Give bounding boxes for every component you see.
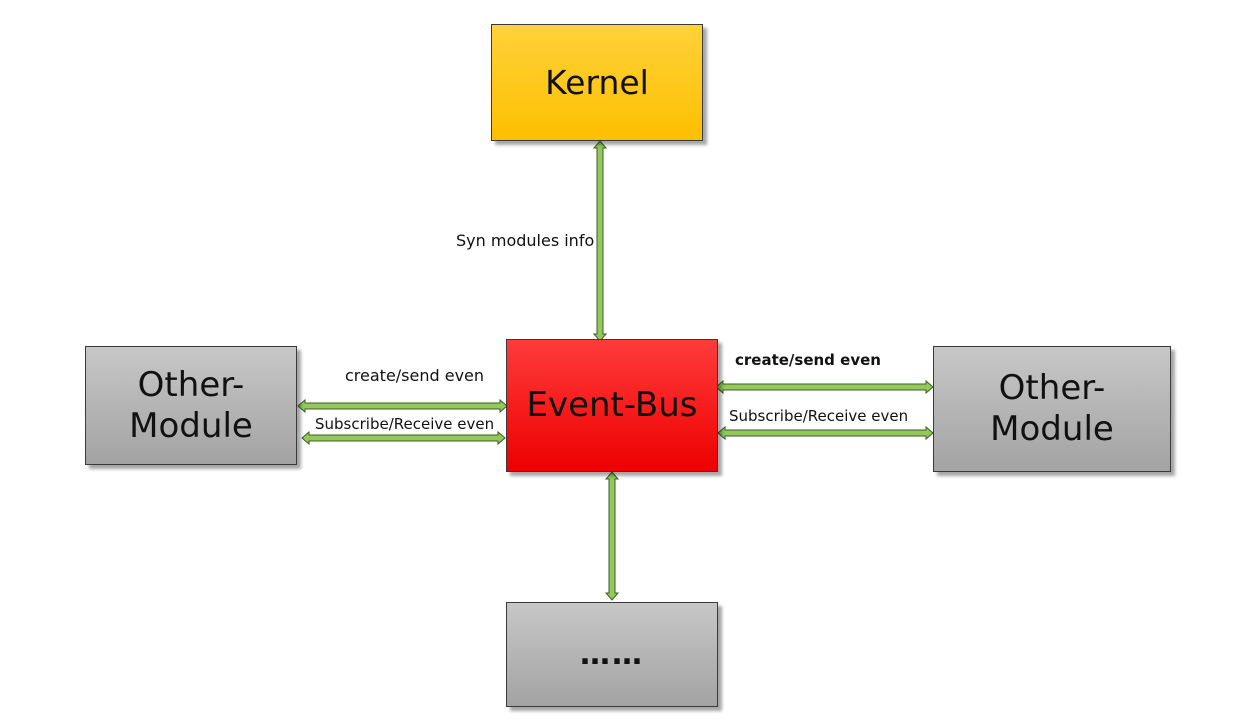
kernel-node: Kernel	[491, 24, 703, 141]
other-module-left-label: Other- Module	[129, 364, 253, 446]
other-module-left-node: Other- Module	[85, 346, 297, 465]
arrow-kernel-bus	[592, 140, 608, 342]
arrow-left-create	[297, 398, 508, 414]
edge-label-right-subscribe-receive: Subscribe/Receive even	[729, 407, 909, 425]
more-modules-node: ……	[506, 602, 718, 707]
arrow-right-subscribe	[717, 425, 934, 441]
event-bus-label: Event-Bus	[526, 385, 698, 426]
arrow-bus-bottom	[604, 471, 620, 601]
edge-label-syn-modules-info: Syn modules info	[456, 231, 595, 250]
arrow-left-subscribe	[301, 430, 506, 446]
other-module-right-node: Other- Module	[933, 346, 1171, 472]
edge-label-right-create-send: create/send even	[735, 351, 881, 369]
arrow-right-create	[715, 379, 934, 395]
edge-label-left-create-send: create/send even	[345, 366, 485, 385]
kernel-label: Kernel	[545, 62, 649, 102]
more-modules-label: ……	[580, 636, 644, 672]
event-bus-node: Event-Bus	[506, 339, 718, 472]
other-module-right-label: Other- Module	[990, 368, 1114, 449]
edge-label-left-subscribe-receive: Subscribe/Receive even	[315, 415, 495, 433]
